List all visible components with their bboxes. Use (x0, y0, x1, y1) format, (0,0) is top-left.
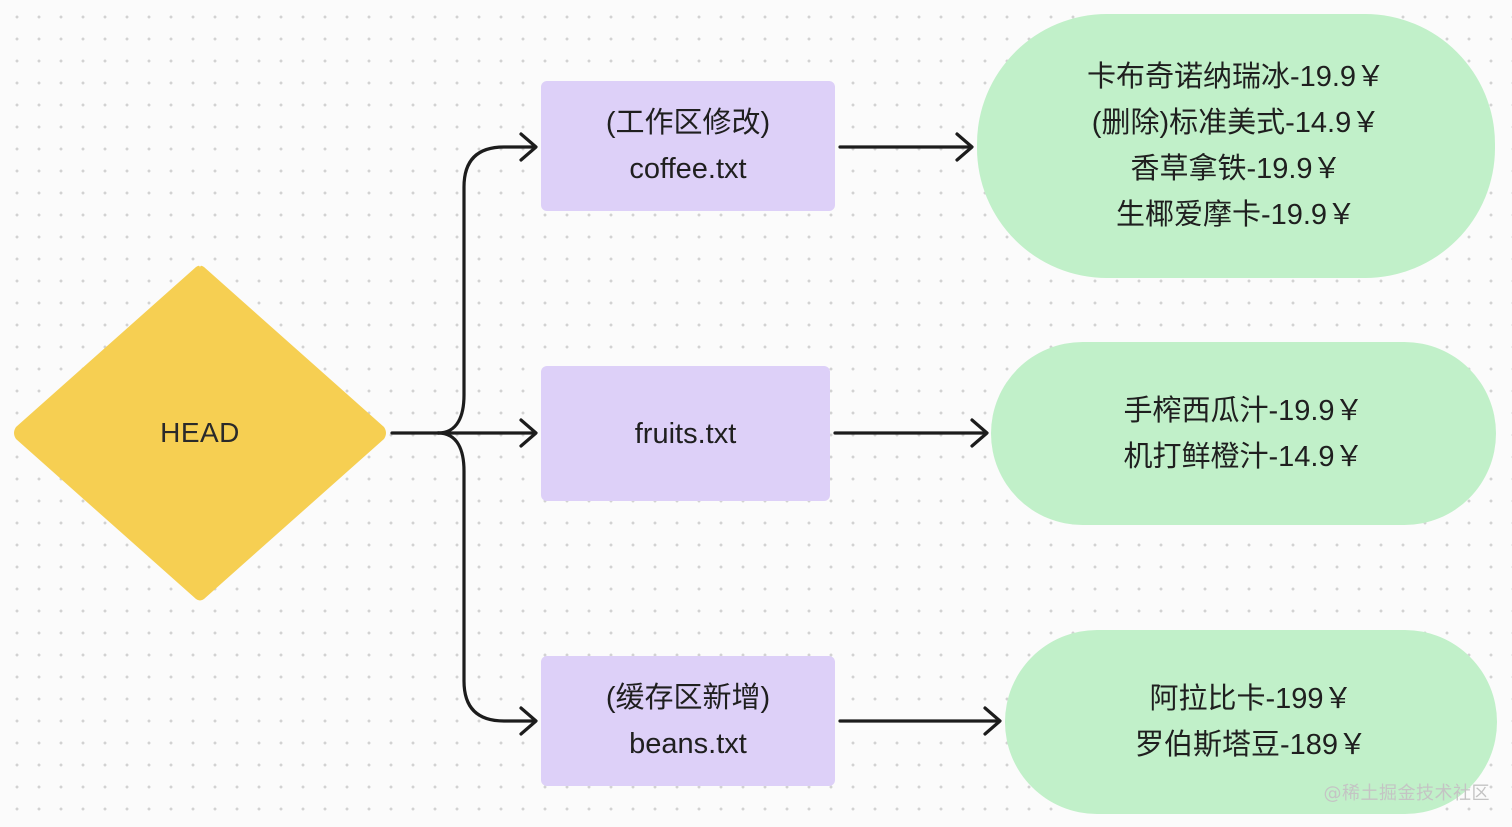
head-node[interactable]: HEAD (12, 264, 388, 602)
arrowhead-coffee-content (955, 132, 974, 162)
head-label: HEAD (160, 417, 240, 448)
arrowhead-coffee (519, 132, 538, 162)
coffee-item-line: 生椰爱摩卡-19.9￥ (1115, 199, 1357, 231)
file-coffee-name: coffee.txt (629, 153, 747, 185)
file-fruits-name: fruits.txt (634, 417, 737, 450)
arrowhead-fruits (519, 418, 538, 448)
edge-head-to-beans (436, 431, 537, 723)
coffee-item-line: 卡布奇诺纳瑞冰-19.9￥ (1086, 61, 1386, 93)
content-node-beans[interactable]: 阿拉比卡-199￥ 罗伯斯塔豆-189￥ (1005, 630, 1497, 814)
arrowhead-beans-content (983, 706, 1002, 736)
fruits-item-line: 手榨西瓜汁-19.9￥ (1123, 394, 1364, 427)
beans-item-line: 罗伯斯塔豆-189￥ (1134, 729, 1368, 761)
content-node-fruits[interactable]: 手榨西瓜汁-19.9￥ 机打鲜橙汁-14.9￥ (991, 342, 1496, 525)
file-node-fruits[interactable]: fruits.txt (541, 366, 830, 501)
file-beans-name: beans.txt (629, 728, 747, 760)
arrowhead-beans (519, 706, 538, 736)
beans-item-line: 阿拉比卡-199￥ (1149, 683, 1353, 715)
arrowhead-fruits-content (970, 418, 989, 448)
coffee-item-line: (删除)标准美式-14.9￥ (1091, 107, 1381, 139)
watermark-text: @稀土掘金技术社区 (1323, 783, 1490, 804)
edge-head-to-coffee (436, 145, 537, 435)
file-node-coffee[interactable]: (工作区修改) coffee.txt (541, 81, 835, 211)
file-beans-status: (缓存区新增) (605, 682, 771, 714)
file-node-beans[interactable]: (缓存区新增) beans.txt (541, 656, 835, 786)
head-diamond-shape (14, 265, 386, 601)
content-node-coffee[interactable]: 卡布奇诺纳瑞冰-19.9￥ (删除)标准美式-14.9￥ 香草拿铁-19.9￥ … (977, 14, 1495, 278)
coffee-item-line: 香草拿铁-19.9￥ (1130, 153, 1342, 185)
file-coffee-status: (工作区修改) (605, 107, 771, 139)
fruits-item-line: 机打鲜橙汁-14.9￥ (1123, 440, 1364, 473)
